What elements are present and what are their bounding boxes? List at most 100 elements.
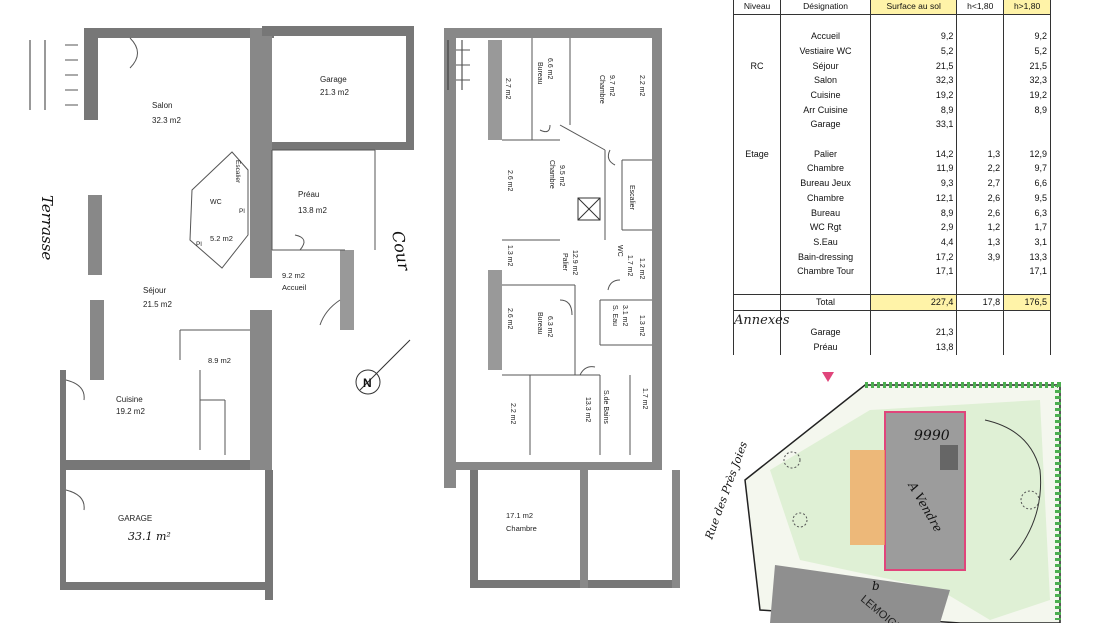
svg-text:N: N (363, 376, 372, 390)
table-cell (956, 88, 1005, 103)
table-cell: 21,3 (870, 325, 958, 341)
table-cell: Palier (780, 146, 872, 162)
table-row (732, 14, 1051, 30)
label-cour: Cour (388, 229, 414, 273)
table-cell: 17,1 (870, 264, 958, 280)
table-cell (732, 88, 782, 103)
table-cell (732, 264, 782, 280)
table-cell (956, 132, 1005, 147)
table-cell (956, 29, 1005, 44)
table-cell (1003, 132, 1051, 147)
table-cell (956, 117, 1005, 133)
site-plan: Rue des Près Joies 9990 A Vendre b LEMOI… (702, 372, 1061, 623)
table-cell: Chambre (780, 190, 872, 206)
table-row (732, 279, 1051, 295)
table-cell (732, 325, 782, 341)
table-cell (780, 310, 872, 326)
room-area-accueil: 9.2 m2 (282, 271, 305, 280)
upper-area-chambre2: 9.5 m2 (558, 165, 565, 187)
table-cell (732, 117, 782, 133)
table-cell (956, 43, 1005, 59)
table-cell: 1,2 (956, 220, 1005, 236)
table-cell: 3,1 (1003, 235, 1051, 250)
table-cell (870, 14, 958, 30)
table-cell (956, 264, 1005, 280)
table-cell (956, 310, 1005, 326)
table-header: Niveau (732, 0, 782, 15)
site-street-name: Rue des Près Joies (702, 439, 750, 542)
upper-name-chambre3: Chambre (506, 524, 537, 533)
upper-area-g: 1.3 m2 (638, 315, 645, 337)
room-name-salon: Salon (152, 101, 172, 110)
table-header-row: Niveau Désignation Surface au sol h<1,80… (732, 0, 1051, 15)
annexes-label: Annexes (734, 313, 790, 328)
table-cell: WC Rgt (780, 220, 872, 236)
upper-name-escalier: Escalier (628, 185, 635, 211)
table-cell: 9,2 (870, 29, 958, 44)
label-terrasse: Terrasse (38, 195, 56, 260)
room-name-sejour: Séjour (143, 286, 166, 295)
upper-area-d: 1.3 m2 (506, 245, 513, 267)
table-cell: 12,1 (870, 190, 958, 206)
upper-area-h: 2.2 m2 (509, 403, 516, 425)
table-cell (956, 14, 1005, 30)
table-cell (732, 293, 782, 311)
table-header: Surface au sol (870, 0, 958, 15)
table-cell (956, 58, 1005, 74)
table-cell (732, 340, 782, 355)
site-plot-number: 9990 (914, 428, 950, 444)
room-area-sejour: 21.5 m2 (143, 300, 172, 309)
upper-area-bureau2: 6.3 m2 (546, 316, 553, 338)
table-header: h<1,80 (956, 0, 1005, 15)
table-cell: Bureau (780, 205, 872, 221)
upper-name-palier: Palier (561, 253, 568, 272)
table-cell: Séjour (780, 58, 872, 74)
upper-area-a: 2.7 m2 (504, 78, 511, 100)
room-area-garage-top: 21.3 m2 (320, 88, 349, 97)
table-cell: Total (780, 293, 872, 311)
table-cell (732, 14, 782, 30)
table-cell: 3,9 (956, 249, 1005, 265)
room-area-preau: 13.8 m2 (298, 206, 327, 215)
table-cell (870, 279, 958, 295)
table-cell: 17,8 (956, 293, 1005, 311)
table-cell (1003, 14, 1051, 30)
table-cell: 2,6 (956, 190, 1005, 206)
table-cell: 11,9 (870, 161, 958, 177)
table-cell (1003, 340, 1051, 355)
table-cell: 9,7 (1003, 161, 1051, 177)
table-row (732, 310, 1051, 326)
room-area-garage-bottom: 33.1 m² (128, 530, 171, 543)
table-cell: Bureau Jeux (780, 176, 872, 191)
table-cell: Accueil (780, 29, 872, 44)
upper-area-e: 1.2 m2 (638, 258, 645, 280)
upper-area-i: 1.7 m2 (641, 388, 648, 410)
table-cell (732, 176, 782, 191)
table-cell: 19,2 (1003, 88, 1051, 103)
upper-area-wc: 1.7 m2 (626, 255, 633, 277)
upper-area-c: 2.6 m2 (506, 170, 513, 192)
room-area-cuisine: 19.2 m2 (116, 407, 145, 416)
table-cell: 21,5 (1003, 58, 1051, 74)
table-cell (956, 102, 1005, 118)
table-cell (956, 325, 1005, 341)
table-cell: 8,9 (870, 102, 958, 118)
room-name-wc: WC (210, 199, 222, 206)
label-escalier: Escalier (234, 160, 241, 184)
table-cell: 2,2 (956, 161, 1005, 177)
upper-name-seau: S. Eau (611, 305, 618, 326)
upper-name-sdb: S.de Bains (602, 390, 609, 424)
upper-area-chambre3: 17.1 m2 (506, 511, 533, 520)
